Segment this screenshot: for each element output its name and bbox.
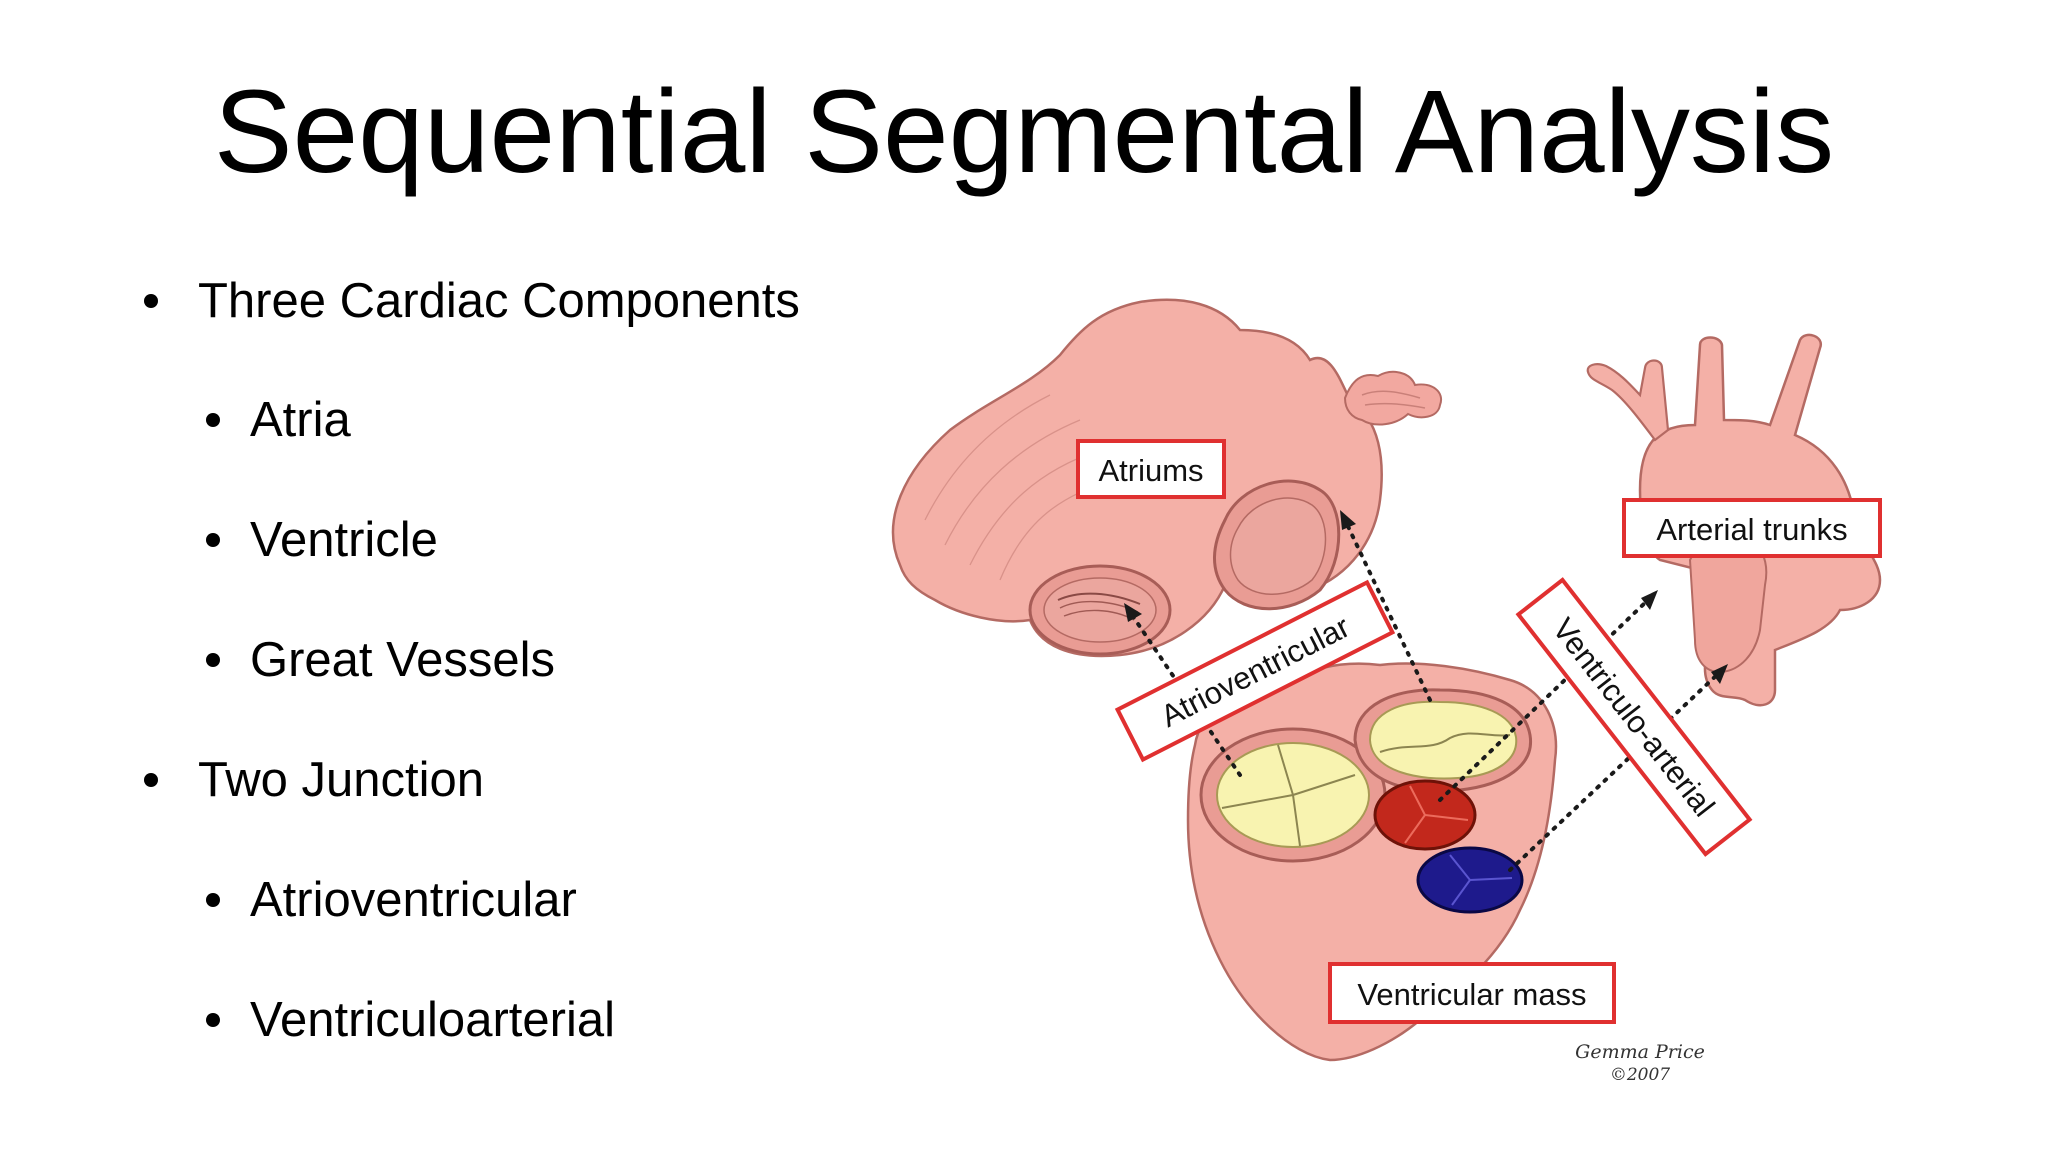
arrowhead-icon [1340, 510, 1356, 530]
bullet-dot [206, 533, 220, 547]
bullet-item: Ventriculoarterial [206, 990, 615, 1050]
bullet-dot [206, 653, 220, 667]
bullet-item: Three Cardiac Components [144, 271, 800, 331]
bullet-text: Two Junction [198, 753, 484, 807]
arrowhead-icon [1711, 664, 1728, 684]
ventricular-mass [1186, 662, 1558, 1062]
arrow-mitral-to-left-atrium [1343, 518, 1432, 702]
brachiocephalic-branch [1586, 359, 1670, 442]
signature-copyright: ©2007 [1610, 1065, 1670, 1085]
bullet-item: Two Junction [144, 750, 484, 810]
arrowhead-icon [1124, 603, 1142, 622]
bullet-dot [206, 413, 220, 427]
arrow-heads [1124, 510, 1728, 684]
label-ventricular-mass: Ventricular mass [1328, 962, 1616, 1024]
bullet-dot [144, 294, 158, 308]
bullet-item: Atrioventricular [206, 870, 577, 930]
label-atriums-text: Atriums [1098, 453, 1203, 488]
bullet-text: Atrioventricular [250, 873, 577, 927]
bullet-text: Great Vessels [250, 633, 556, 687]
bullet-text: Ventricle [250, 513, 438, 567]
arrow-aortic-to-aorta [1438, 596, 1652, 802]
bullet-dot [144, 773, 158, 787]
bullet-list: Three Cardiac Components Atria Ventricle… [0, 0, 900, 1152]
label-arterial-trunks-text: Arterial trunks [1656, 512, 1847, 547]
heart-segments-diagram: Atriums Arterial trunks Atrioventricular… [891, 298, 1882, 1085]
label-ventricular-mass-text: Ventricular mass [1357, 977, 1586, 1012]
bullet-text: Three Cardiac Components [198, 274, 800, 328]
artist-signature: Gemma Price ©2007 [1575, 1041, 1705, 1085]
bullet-item: Atria [206, 390, 351, 450]
arrowhead-icon [1641, 590, 1658, 610]
mitral-valve [1368, 700, 1518, 780]
bullet-dot [206, 893, 220, 907]
bullet-dot [206, 1013, 220, 1027]
atrial-appendage [1343, 370, 1443, 426]
bullet-text: Ventriculoarterial [250, 993, 615, 1047]
bullet-item: Great Vessels [206, 630, 556, 690]
arrow-pulmonary-to-pulmonary-trunk [1508, 670, 1722, 872]
atrial-fibres [924, 394, 1121, 581]
label-arterial-trunks: Arterial trunks [1622, 498, 1882, 558]
signature-name: Gemma Price [1575, 1041, 1705, 1063]
slide-title: Sequential Segmental Analysis [213, 66, 1835, 198]
bullet-text: Atria [250, 393, 351, 447]
bullet-item: Ventricle [206, 510, 438, 570]
label-atriums: Atriums [1076, 439, 1226, 499]
